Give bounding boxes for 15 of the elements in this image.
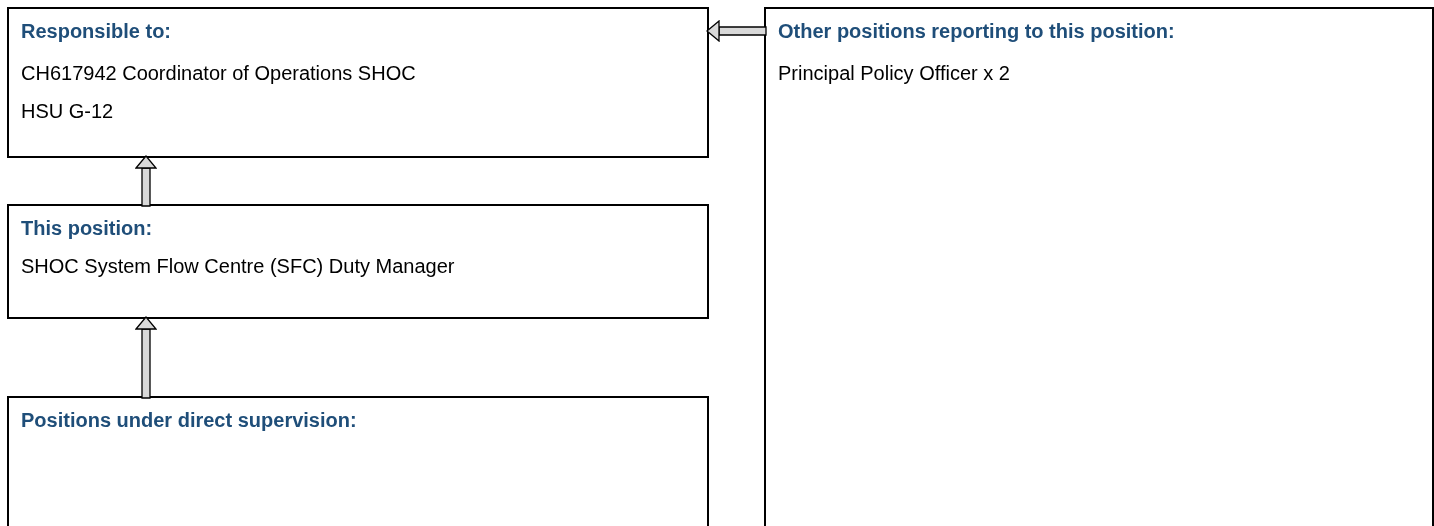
position-box bbox=[764, 7, 1434, 526]
block-arrow bbox=[135, 316, 157, 399]
block-arrow bbox=[706, 20, 767, 42]
block-arrow bbox=[135, 155, 157, 207]
box-heading: This position: bbox=[21, 216, 154, 241]
box-heading: Positions under direct supervision: bbox=[21, 408, 358, 433]
box-text: SHOC System Flow Centre (SFC) Duty Manager bbox=[21, 254, 456, 279]
position-box bbox=[7, 204, 709, 319]
position-box bbox=[7, 396, 709, 526]
box-text: HSU G-12 bbox=[21, 99, 115, 124]
box-text: CH617942 Coordinator of Operations SHOC bbox=[21, 61, 417, 86]
position-box bbox=[7, 7, 709, 158]
box-heading: Other positions reporting to this position: bbox=[778, 19, 1176, 44]
box-text: Principal Policy Officer x 2 bbox=[778, 61, 1011, 86]
box-heading: Responsible to: bbox=[21, 19, 172, 44]
